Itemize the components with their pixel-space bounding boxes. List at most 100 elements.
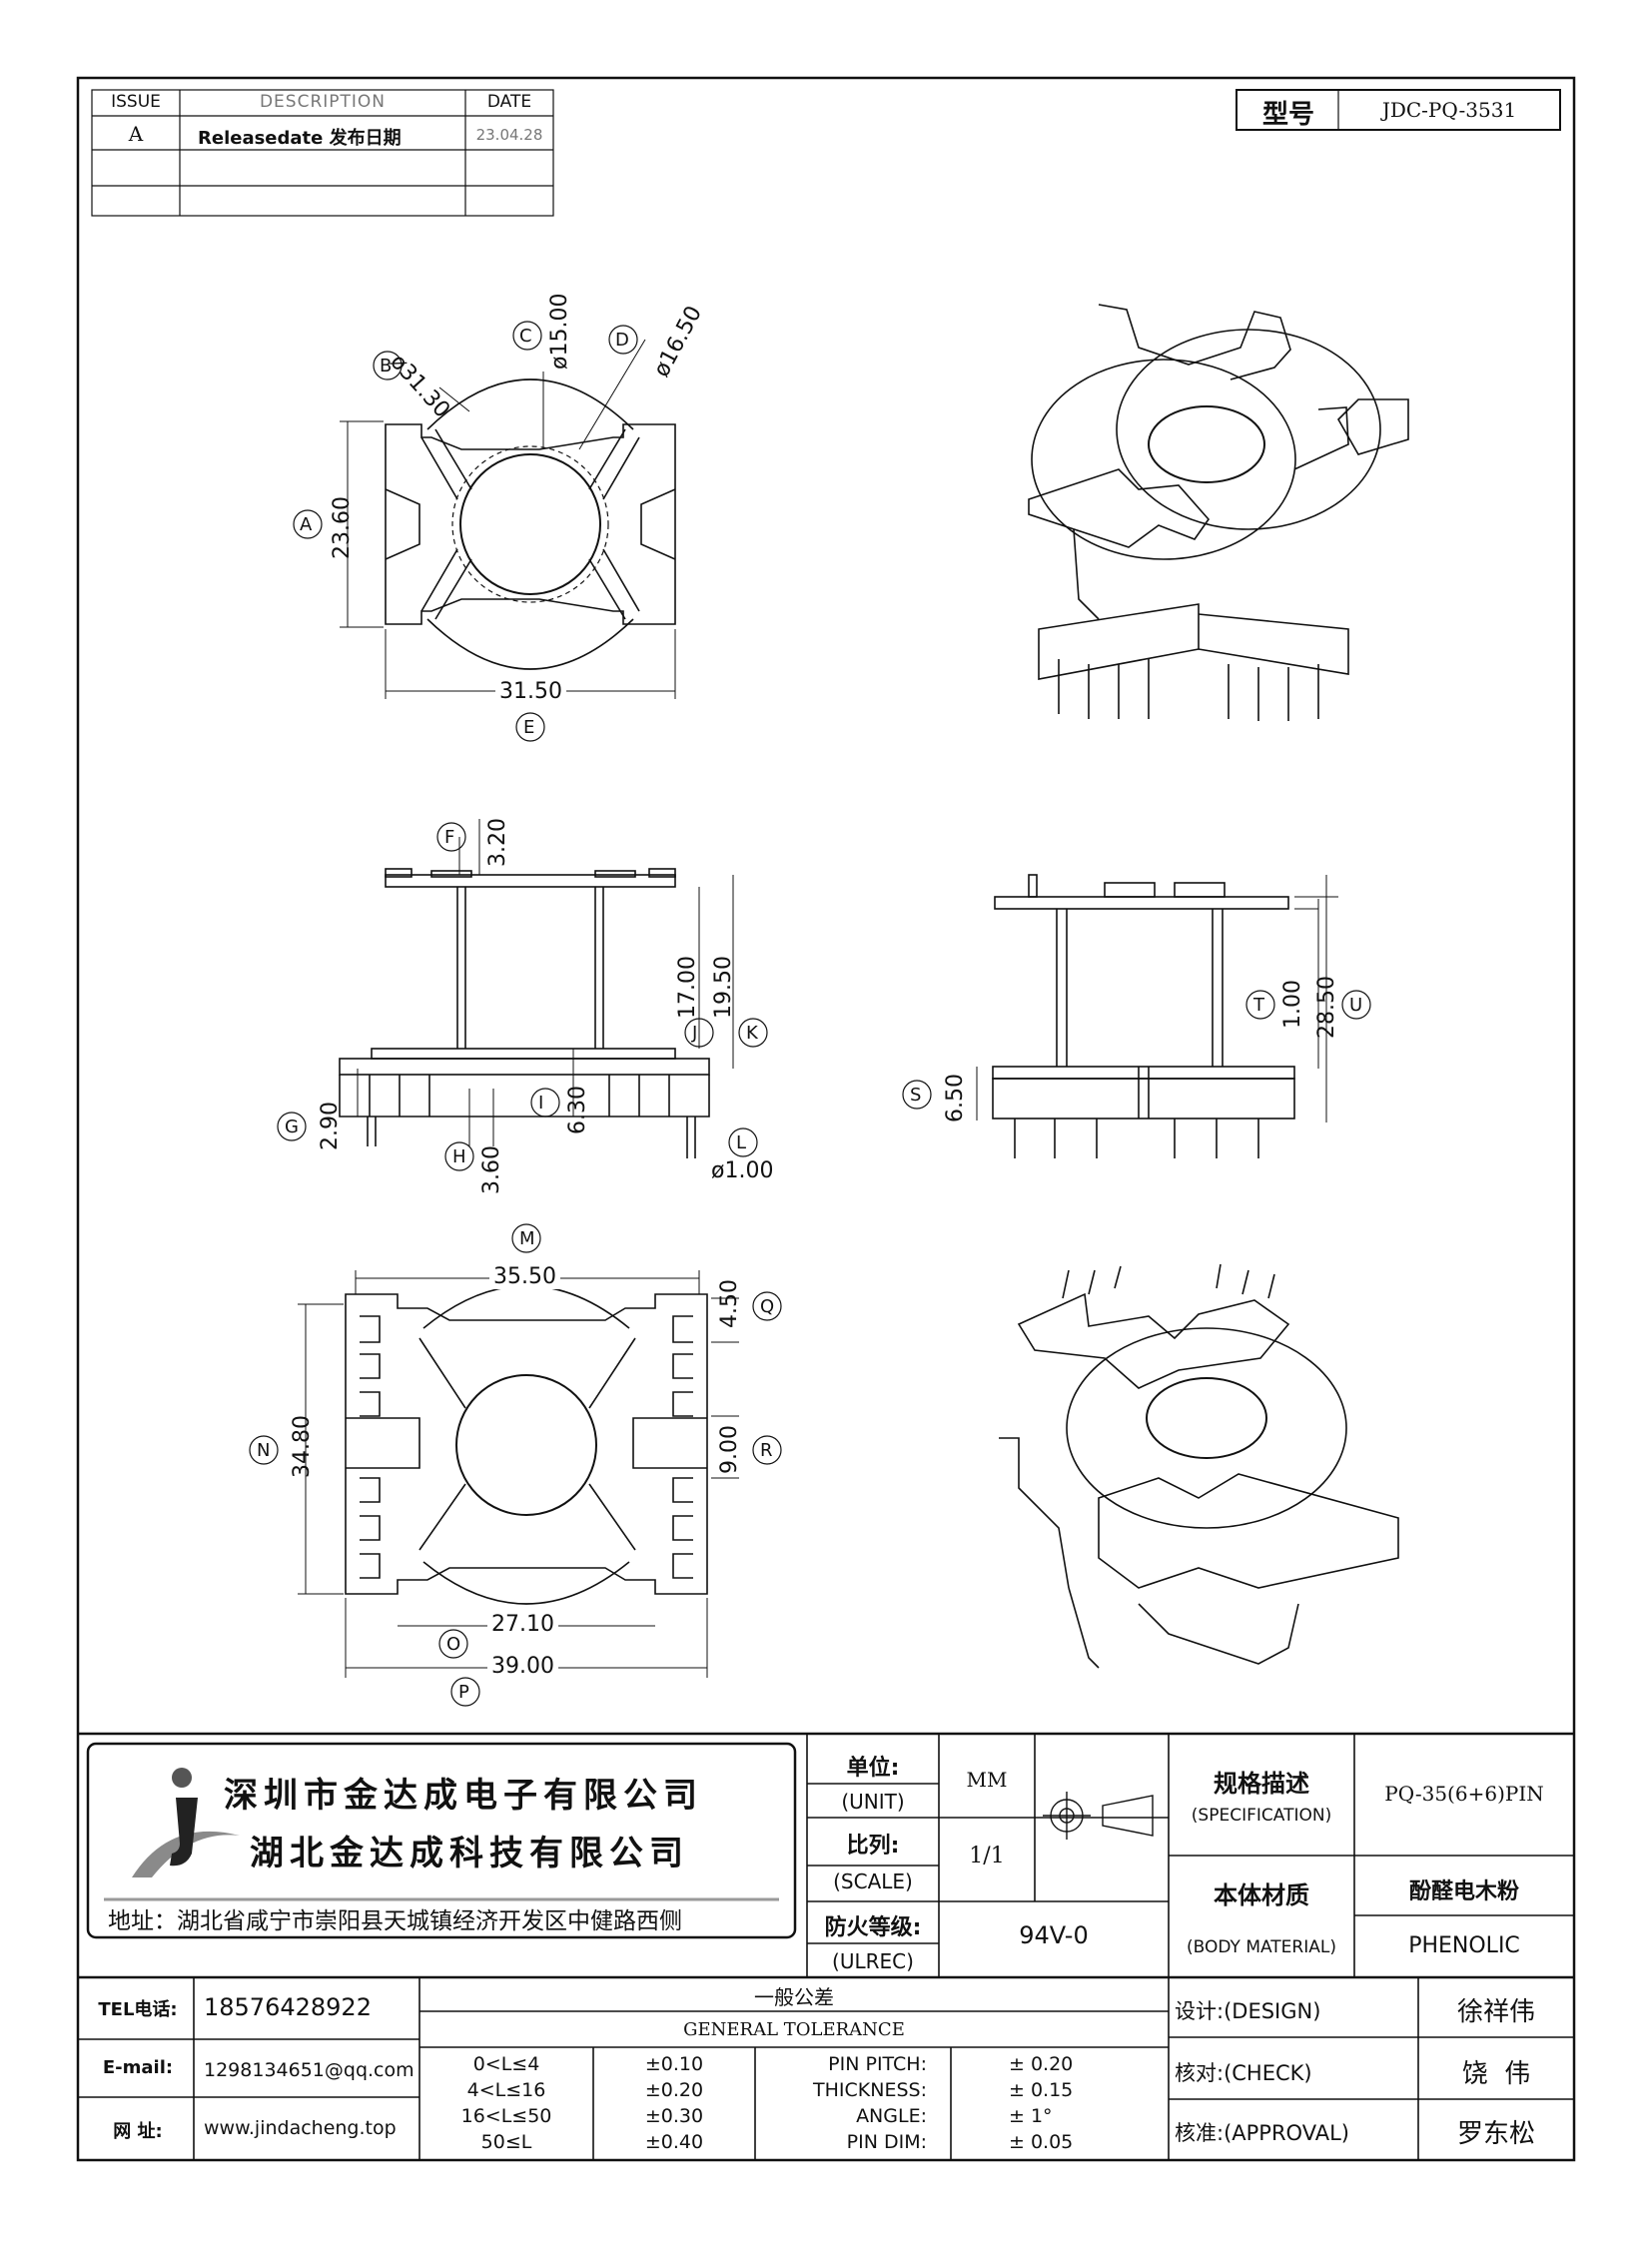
dim-front-I: 6.30 <box>565 1086 590 1134</box>
dim-label-B: B <box>380 356 393 376</box>
top-view-drawing <box>340 339 676 699</box>
fire-value: 94V-0 <box>1019 1921 1089 1949</box>
material-value-en: PHENOLIC <box>1408 1933 1520 1958</box>
tolerance-range-1: 0<L≤4 <box>472 2053 540 2075</box>
title-block-grid <box>78 1732 1574 2160</box>
revision-table-grid <box>91 89 554 217</box>
dim-label-G: G <box>285 1117 299 1137</box>
rev-row-description: Releasedate 发布日期 <box>198 128 402 149</box>
dim-label-R: R <box>760 1440 773 1461</box>
tolerance-item-1: PIN PITCH: <box>828 2053 927 2075</box>
tel-label: TEL电话: <box>98 1999 178 2020</box>
dim-label-K: K <box>746 1023 758 1044</box>
dim-label-M: M <box>519 1228 535 1249</box>
email-value[interactable]: 1298134651@qq.com <box>204 2059 414 2081</box>
rev-header-issue: ISSUE <box>111 92 161 112</box>
dim-label-O: O <box>446 1634 461 1655</box>
dim-bottom-Q: 4.50 <box>717 1279 742 1328</box>
front-view-drawing <box>339 819 734 1158</box>
design-name: 徐祥伟 <box>1456 1997 1535 2027</box>
dim-label-C: C <box>519 326 532 347</box>
tolerance-range-4: 50≤L <box>480 2131 532 2153</box>
dim-label-F: F <box>444 827 455 848</box>
fire-label: 防火等级: <box>824 1915 922 1940</box>
tolerance-item-2: THICKNESS: <box>813 2079 927 2101</box>
dim-side-U: 28.50 <box>1314 976 1339 1039</box>
dim-label-A: A <box>300 514 313 535</box>
dim-front-L: ø1.00 <box>711 1158 774 1183</box>
rev-header-description: DESCRIPTION <box>259 92 387 112</box>
material-label-en: (BODY MATERIAL) <box>1187 1937 1336 1957</box>
email-label: E-mail: <box>102 2057 174 2078</box>
check-name: 饶 伟 <box>1461 2059 1531 2089</box>
dim-top-C: ø15.00 <box>547 293 572 370</box>
tolerance-items: PIN PITCH: THICKNESS: ANGLE: PIN DIM: <box>755 2051 927 2155</box>
iso-top-drawing <box>1028 304 1409 721</box>
dim-front-F: 3.20 <box>485 818 510 867</box>
tolerance-title-en: GENERAL TOLERANCE <box>683 2019 905 2040</box>
company-name-2: 湖北金达成科技有限公司 <box>250 1834 689 1873</box>
unit-value: MM <box>966 1768 1008 1792</box>
company-name-1: 深圳市金达成电子有限公司 <box>224 1776 703 1816</box>
dim-label-H: H <box>452 1146 466 1167</box>
dim-label-E: E <box>523 717 535 738</box>
dim-bottom-N: 34.80 <box>290 1415 315 1478</box>
material-label: 本体材质 <box>1214 1881 1309 1909</box>
rev-row-date: 23.04.28 <box>475 126 543 144</box>
unit-label-en: (UNIT) <box>841 1790 905 1814</box>
tolerance-range-3: 16<L≤50 <box>460 2105 552 2127</box>
side-view-callouts <box>902 990 1371 1110</box>
web-value[interactable]: www.jindacheng.top <box>204 2117 397 2139</box>
side-view-drawing <box>976 874 1338 1158</box>
sheet-border <box>76 76 1576 2162</box>
dim-bottom-O: 27.10 <box>487 1612 558 1637</box>
iso-bottom-drawing <box>999 1263 1399 1669</box>
dim-front-G: 2.90 <box>318 1102 343 1150</box>
tolerance-title-cn: 一般公差 <box>754 1985 834 2009</box>
dim-bottom-M: 35.50 <box>489 1264 560 1289</box>
dim-label-Q: Q <box>760 1296 775 1317</box>
company-logo-icon <box>132 1768 240 1877</box>
dim-label-P: P <box>458 1682 469 1703</box>
model-box <box>1236 89 1561 131</box>
tolerance-value-1: ±0.10 <box>644 2053 704 2075</box>
dim-label-N: N <box>257 1440 271 1461</box>
spec-value: PQ-35(6+6)PIN <box>1384 1782 1544 1806</box>
design-label: 设计:(DESIGN) <box>1175 1999 1321 2023</box>
dim-label-U: U <box>1349 995 1363 1016</box>
dim-top-A: 23.60 <box>330 496 355 559</box>
tolerance-item-value-1: ± 0.20 <box>1009 2053 1074 2075</box>
tolerance-value-2: ±0.20 <box>644 2079 704 2101</box>
tolerance-item-value-3: ± 1° <box>1009 2105 1053 2127</box>
rev-header-date: DATE <box>486 92 532 112</box>
fire-label-en: (ULREC) <box>832 1949 914 1973</box>
tolerance-values: ±0.10 ±0.20 ±0.30 ±0.40 <box>593 2051 755 2155</box>
dim-label-S: S <box>910 1085 922 1106</box>
tel-value: 18576428922 <box>204 1993 372 2021</box>
model-label: 型号 <box>1261 100 1314 130</box>
front-view-callouts <box>277 822 768 1171</box>
approval-label: 核准:(APPROVAL) <box>1175 2121 1349 2145</box>
dim-label-L: L <box>736 1132 747 1153</box>
dim-front-J: 17.00 <box>675 956 700 1019</box>
dim-label-I: I <box>538 1093 544 1114</box>
dim-label-J: J <box>692 1023 698 1044</box>
dim-side-S: 6.50 <box>943 1074 968 1122</box>
dim-label-D: D <box>615 330 629 351</box>
approval-name: 罗东松 <box>1456 2119 1535 2149</box>
web-label: 网 址: <box>113 2121 163 2142</box>
tolerance-item-value-4: ± 0.05 <box>1009 2131 1074 2153</box>
scale-value: 1/1 <box>969 1844 1005 1868</box>
dim-bottom-P: 39.00 <box>487 1654 558 1679</box>
top-view-callouts <box>293 321 638 742</box>
unit-label: 单位: <box>846 1756 900 1781</box>
dim-front-H: 3.60 <box>479 1145 504 1194</box>
dim-front-K: 19.50 <box>711 956 736 1019</box>
tolerance-range-2: 4<L≤16 <box>466 2079 546 2101</box>
dim-top-E: 31.50 <box>495 679 566 704</box>
spec-label-en: (SPECIFICATION) <box>1191 1806 1332 1826</box>
tolerance-item-3: ANGLE: <box>856 2105 927 2127</box>
bottom-view-drawing <box>298 1270 739 1678</box>
projection-symbol-icon <box>1043 1792 1154 1840</box>
